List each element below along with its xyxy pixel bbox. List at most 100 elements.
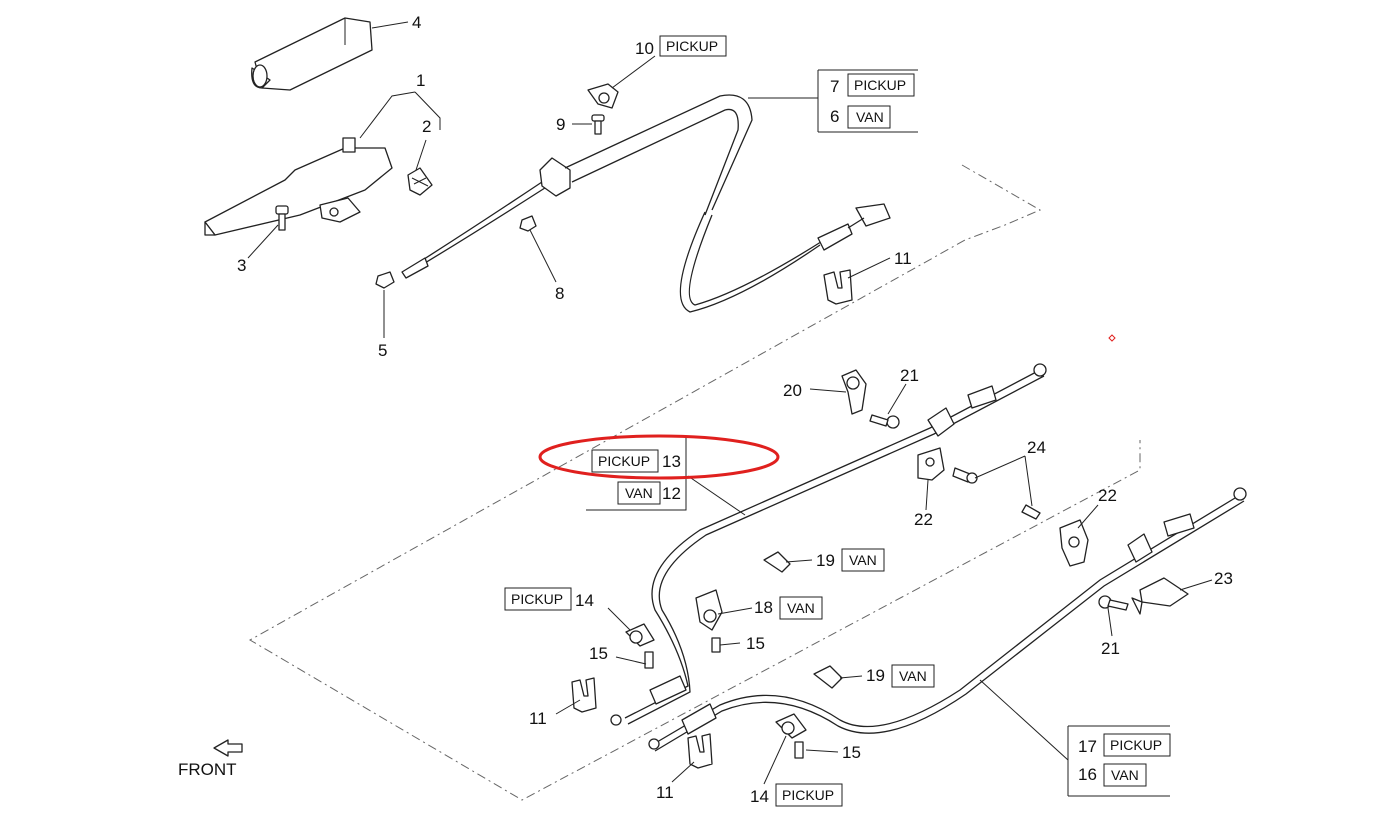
bracket-23 <box>1131 577 1189 615</box>
rear-cable-pickup <box>610 363 1047 726</box>
svg-text:16: 16 <box>1078 765 1097 784</box>
callout-14-left: PICKUP 14 <box>504 587 594 611</box>
svg-text:15: 15 <box>746 634 765 653</box>
svg-text:6: 6 <box>830 107 839 126</box>
svg-text:3: 3 <box>237 256 246 275</box>
callout-10: 10 PICKUP <box>635 35 727 58</box>
bolt-21-lower <box>1098 595 1129 611</box>
svg-text:11: 11 <box>894 249 912 268</box>
svg-text:PICKUP: PICKUP <box>782 787 834 803</box>
bolt-15-left <box>644 651 654 669</box>
callout-22-left: 22 <box>914 510 933 529</box>
callout-11-top: 11 <box>894 249 912 268</box>
svg-text:9: 9 <box>556 115 565 134</box>
callout-24: 24 <box>1027 438 1046 457</box>
bolt-21-top <box>869 414 900 429</box>
clamp-18 <box>695 589 723 631</box>
svg-text:1: 1 <box>416 71 425 90</box>
clamp-10 <box>587 83 619 109</box>
svg-text:7: 7 <box>830 77 839 96</box>
svg-text:PICKUP: PICKUP <box>666 38 718 54</box>
callout-2: 2 <box>422 117 431 136</box>
callout-16: 16 VAN <box>1078 763 1147 787</box>
callout-23: 23 <box>1214 569 1233 588</box>
svg-text:12: 12 <box>662 484 681 503</box>
svg-text:PICKUP: PICKUP <box>598 453 650 469</box>
svg-text:2: 2 <box>422 117 431 136</box>
svg-text:10: 10 <box>635 39 654 58</box>
callout-6: 6 VAN <box>830 105 891 129</box>
callout-15-left: 15 <box>589 644 608 663</box>
clamp-14-right <box>775 713 807 739</box>
rear-cable-van <box>648 487 1247 752</box>
svg-text:14: 14 <box>750 787 769 806</box>
cable-nut-8 <box>519 215 537 232</box>
clip-19-lower <box>813 665 843 689</box>
svg-text:24: 24 <box>1027 438 1046 457</box>
svg-text:PICKUP: PICKUP <box>854 77 906 93</box>
callout-9: 9 <box>556 115 565 134</box>
svg-text:21: 21 <box>1101 639 1120 658</box>
bracket-11-bottom <box>687 733 713 769</box>
bolt-24-upper <box>952 467 978 484</box>
return-spring <box>407 167 433 196</box>
callout-21-lower: 21 <box>1101 639 1120 658</box>
callout-4: 4 <box>412 13 421 32</box>
cable-nut-5 <box>375 271 395 289</box>
callout-5: 5 <box>378 341 387 360</box>
svg-text:VAN: VAN <box>1111 767 1139 783</box>
bracket-22-right <box>1059 519 1089 567</box>
svg-text:PICKUP: PICKUP <box>511 591 563 607</box>
svg-text:14: 14 <box>575 591 594 610</box>
callout-20: 20 <box>783 381 802 400</box>
frame-7-6 <box>818 69 918 133</box>
clamp-14-left <box>625 623 655 647</box>
svg-text:VAN: VAN <box>856 109 884 125</box>
callout-19-lower: 19 VAN <box>866 664 935 688</box>
svg-text:18: 18 <box>754 598 773 617</box>
svg-text:21: 21 <box>900 366 919 385</box>
front-arrow-icon <box>213 739 243 757</box>
clip-19-upper <box>763 551 791 573</box>
svg-text:5: 5 <box>378 341 387 360</box>
callout-13: PICKUP 13 <box>591 449 681 473</box>
svg-text:VAN: VAN <box>849 552 877 568</box>
bolt-15-right <box>794 741 804 759</box>
svg-text:PICKUP: PICKUP <box>1110 737 1162 753</box>
callout-7: 7 PICKUP <box>830 73 915 97</box>
callout-18: 18 VAN <box>754 596 823 620</box>
callout-21-top: 21 <box>900 366 919 385</box>
svg-text:19: 19 <box>816 551 835 570</box>
callout-19-upper: 19 VAN <box>816 548 885 572</box>
svg-text:17: 17 <box>1078 737 1097 756</box>
svg-text:15: 15 <box>589 644 608 663</box>
svg-text:4: 4 <box>412 13 421 32</box>
leader-lines <box>247 21 1213 796</box>
highlight-ellipse <box>538 434 780 480</box>
callout-15-mid: 15 <box>746 634 765 653</box>
svg-text:23: 23 <box>1214 569 1233 588</box>
assembly-boundary <box>248 164 1141 801</box>
svg-text:VAN: VAN <box>787 600 815 616</box>
svg-text:11: 11 <box>529 709 547 728</box>
svg-text:22: 22 <box>914 510 933 529</box>
svg-text:VAN: VAN <box>899 668 927 684</box>
bracket-11-left <box>571 677 597 713</box>
callout-12: VAN 12 <box>617 481 681 505</box>
callout-8: 8 <box>555 284 564 303</box>
bolt-15-mid <box>711 637 721 653</box>
callout-14-right: 14 PICKUP <box>750 783 843 807</box>
callout-17: 17 PICKUP <box>1078 733 1171 757</box>
callout-22-right: 22 <box>1098 486 1117 505</box>
bracket-20 <box>841 369 867 415</box>
svg-text:19: 19 <box>866 666 885 685</box>
front-cable <box>401 94 891 313</box>
callout-11-left: 11 <box>529 709 547 728</box>
lever-bolt <box>275 205 289 231</box>
lever-grip <box>251 17 373 91</box>
bracket-22-left <box>917 447 945 481</box>
svg-text:15: 15 <box>842 743 861 762</box>
callout-1: 1 <box>416 71 425 90</box>
red-marker-icon <box>1108 334 1116 342</box>
svg-text:11: 11 <box>656 783 674 802</box>
